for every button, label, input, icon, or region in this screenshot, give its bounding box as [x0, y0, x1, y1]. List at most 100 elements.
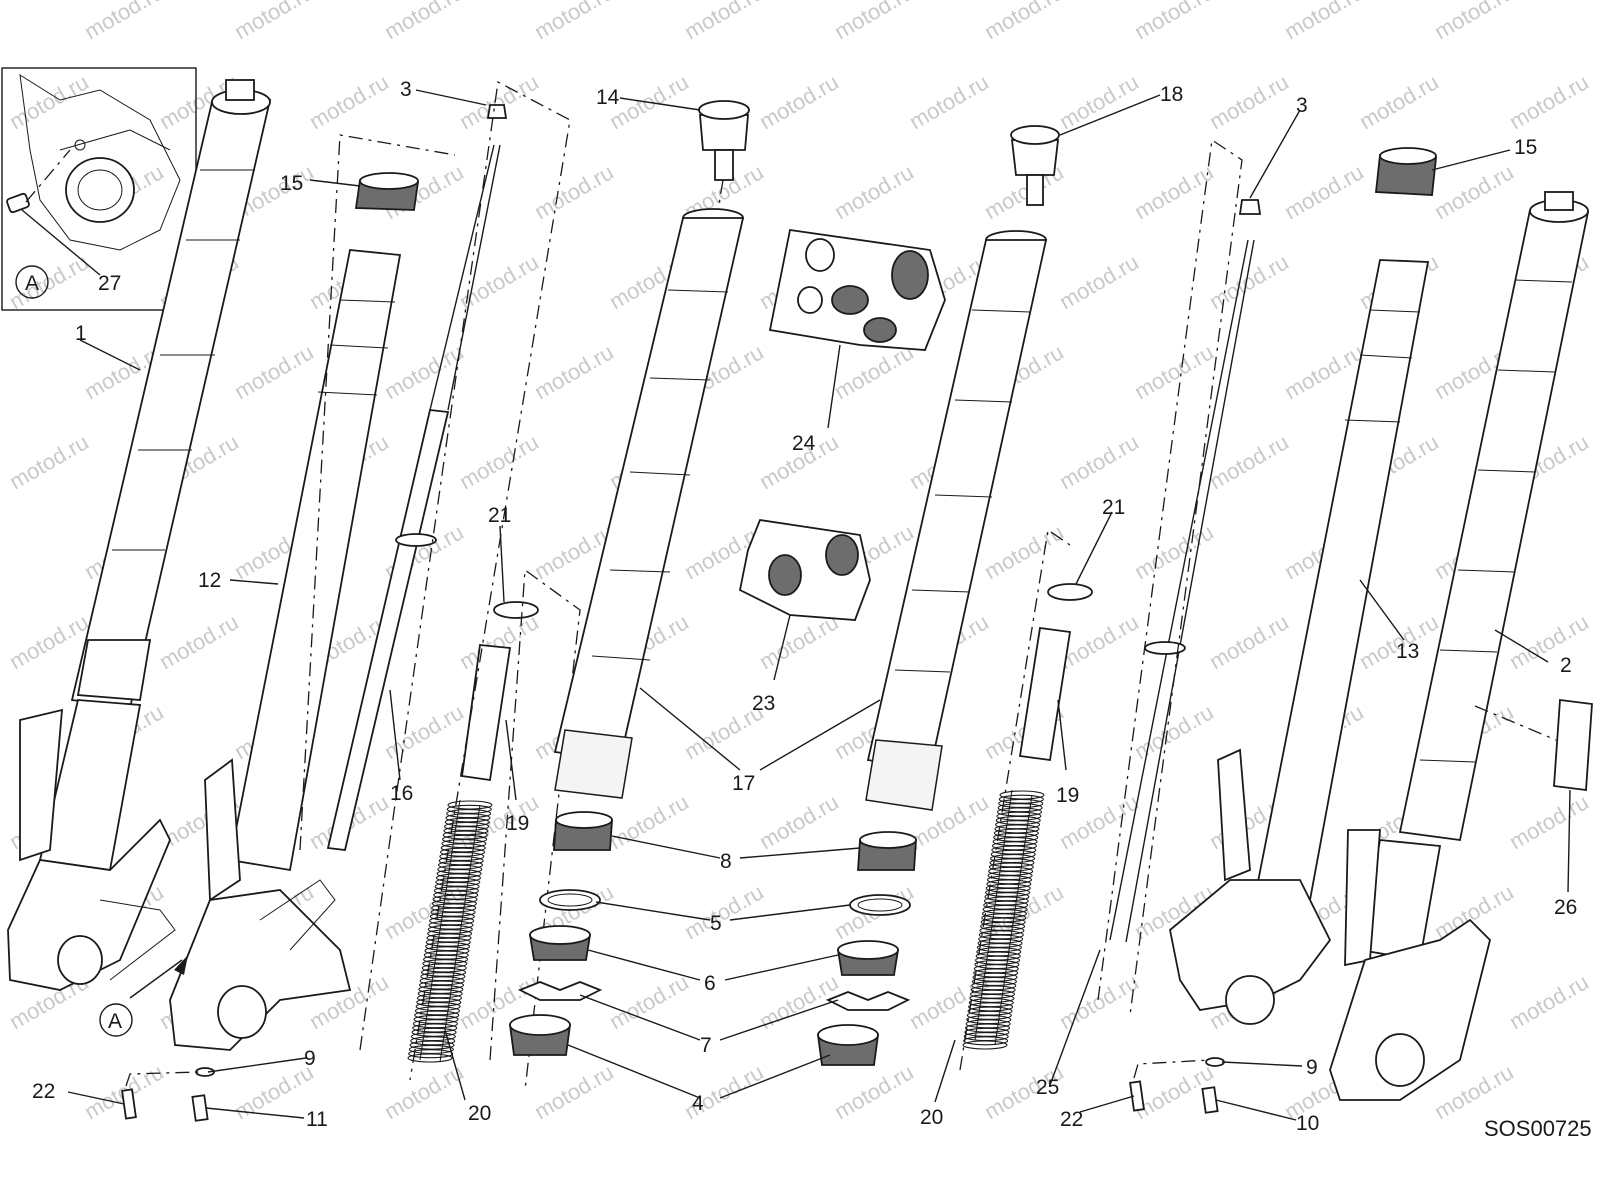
watermark-text: motod.ru	[680, 0, 768, 44]
spring-coil	[415, 1001, 461, 1012]
label-21-left: 21	[488, 504, 511, 527]
label-3-left: 3	[400, 78, 412, 101]
detail-a-letter: A	[25, 272, 39, 295]
watermark-text: motod.ru	[1130, 519, 1218, 584]
watermark-text: motod.ru	[1205, 249, 1293, 314]
watermark-text: motod.ru	[1055, 69, 1143, 134]
label-7: 7	[700, 1034, 712, 1057]
watermark-text: motod.ru	[530, 0, 618, 44]
spring-coil	[429, 916, 475, 926]
label-9-right: 9	[1306, 1056, 1318, 1079]
drawing-code: SOS00725	[1484, 1116, 1592, 1141]
spring-coil	[413, 1014, 459, 1024]
marker-a-letter: A	[108, 1010, 122, 1033]
label-11: 11	[306, 1108, 328, 1131]
watermark-text: motod.ru	[455, 429, 543, 494]
seal-stack-right	[816, 831, 917, 1066]
watermark-text: motod.ru	[830, 1059, 918, 1124]
label-2: 2	[1560, 654, 1572, 677]
watermark-text: motod.ru	[755, 789, 843, 854]
spring-coil	[416, 993, 463, 1003]
watermark-text: motod.ru	[1280, 0, 1368, 44]
spring-coil	[439, 847, 486, 857]
spring-coil	[422, 959, 468, 969]
spring-coil	[963, 1036, 1009, 1046]
spring-coil	[427, 924, 473, 934]
watermark-text: motod.ru	[1055, 249, 1143, 314]
label-22-left: 22	[32, 1080, 55, 1103]
label-12: 12	[198, 569, 221, 592]
spring-coil	[418, 980, 465, 990]
spring-coil	[420, 971, 466, 982]
watermark-text: motod.ru	[380, 1059, 468, 1124]
right-fork-assembly	[1329, 191, 1593, 1101]
spring-coil	[434, 881, 480, 892]
spring-coil	[424, 946, 470, 956]
spring-coil	[423, 950, 469, 960]
watermark-text: motod.ru	[530, 339, 618, 404]
label-16: 16	[390, 782, 413, 805]
label-19-left: 19	[506, 812, 529, 835]
spring-coil	[440, 843, 486, 853]
marker-a-circle	[99, 1003, 133, 1037]
seal-kit-24	[768, 228, 946, 351]
spring-coil	[427, 929, 473, 939]
spring-coil	[439, 851, 485, 862]
spring-coil	[435, 873, 482, 883]
watermark-text: motod.ru	[530, 1059, 618, 1124]
seal-kit-23	[738, 519, 871, 621]
spring-coil	[416, 997, 462, 1007]
watermark-text: motod.ru	[305, 69, 393, 134]
watermark-text: motod.ru	[755, 969, 843, 1034]
watermark-text: motod.ru	[1505, 69, 1593, 134]
spring-coil	[437, 864, 483, 874]
spring-coil	[446, 804, 492, 814]
label-26: 26	[1554, 896, 1577, 919]
spring-coil	[433, 886, 479, 896]
spring-coil	[421, 967, 467, 977]
outer-tube-12	[169, 249, 402, 1051]
spring-coil	[436, 869, 482, 879]
watermark-text: motod.ru	[1130, 339, 1218, 404]
spring-coil	[410, 1032, 456, 1042]
watermark-text: motod.ru	[830, 159, 918, 224]
spring-coil	[411, 1027, 457, 1037]
watermark-text: motod.ru	[1205, 69, 1293, 134]
spring-coil	[409, 1040, 455, 1050]
outer-tube-13	[1169, 147, 1437, 1025]
watermark-text: motod.ru	[605, 789, 693, 854]
spring-coil	[425, 937, 471, 947]
label-6: 6	[704, 972, 716, 995]
watermark-text: motod.ru	[1130, 0, 1218, 44]
spring-coil	[437, 860, 484, 870]
label-15-right: 15	[1514, 136, 1537, 159]
screws	[121, 1057, 1225, 1122]
watermark-text: motod.ru	[905, 69, 993, 134]
label-5: 5	[710, 912, 722, 935]
label-13: 13	[1396, 640, 1419, 663]
watermark-text: motod.ru	[1505, 789, 1593, 854]
spring-coil	[429, 911, 475, 922]
spring-coil	[423, 954, 469, 964]
watermark-text: motod.ru	[1355, 69, 1443, 134]
right-inner-parts	[959, 138, 1262, 1071]
spring-coil	[426, 933, 472, 943]
watermark-text: motod.ru	[980, 519, 1068, 584]
spring-coil	[431, 903, 477, 913]
spring-coil	[438, 856, 484, 866]
spring-coil	[442, 834, 488, 844]
left-fork-assembly	[7, 79, 272, 991]
watermark-text: motod.ru	[80, 0, 168, 44]
label-21-right: 21	[1102, 496, 1125, 519]
watermark-text: motod.ru	[680, 879, 768, 944]
spring-coil	[425, 941, 471, 952]
watermark-text: motod.ru	[1055, 429, 1143, 494]
watermark-text: motod.ru	[5, 429, 93, 494]
callout-labels: 1 2 3 3 4 5 6 7 8 9 9 10 11 12 13 14 15 …	[25, 78, 1592, 1141]
label-8: 8	[720, 850, 732, 873]
label-23: 23	[752, 692, 775, 715]
spring-coil	[430, 907, 476, 917]
watermark-text: motod.ru	[830, 0, 918, 44]
watermark-text: motod.ru	[1505, 969, 1593, 1034]
